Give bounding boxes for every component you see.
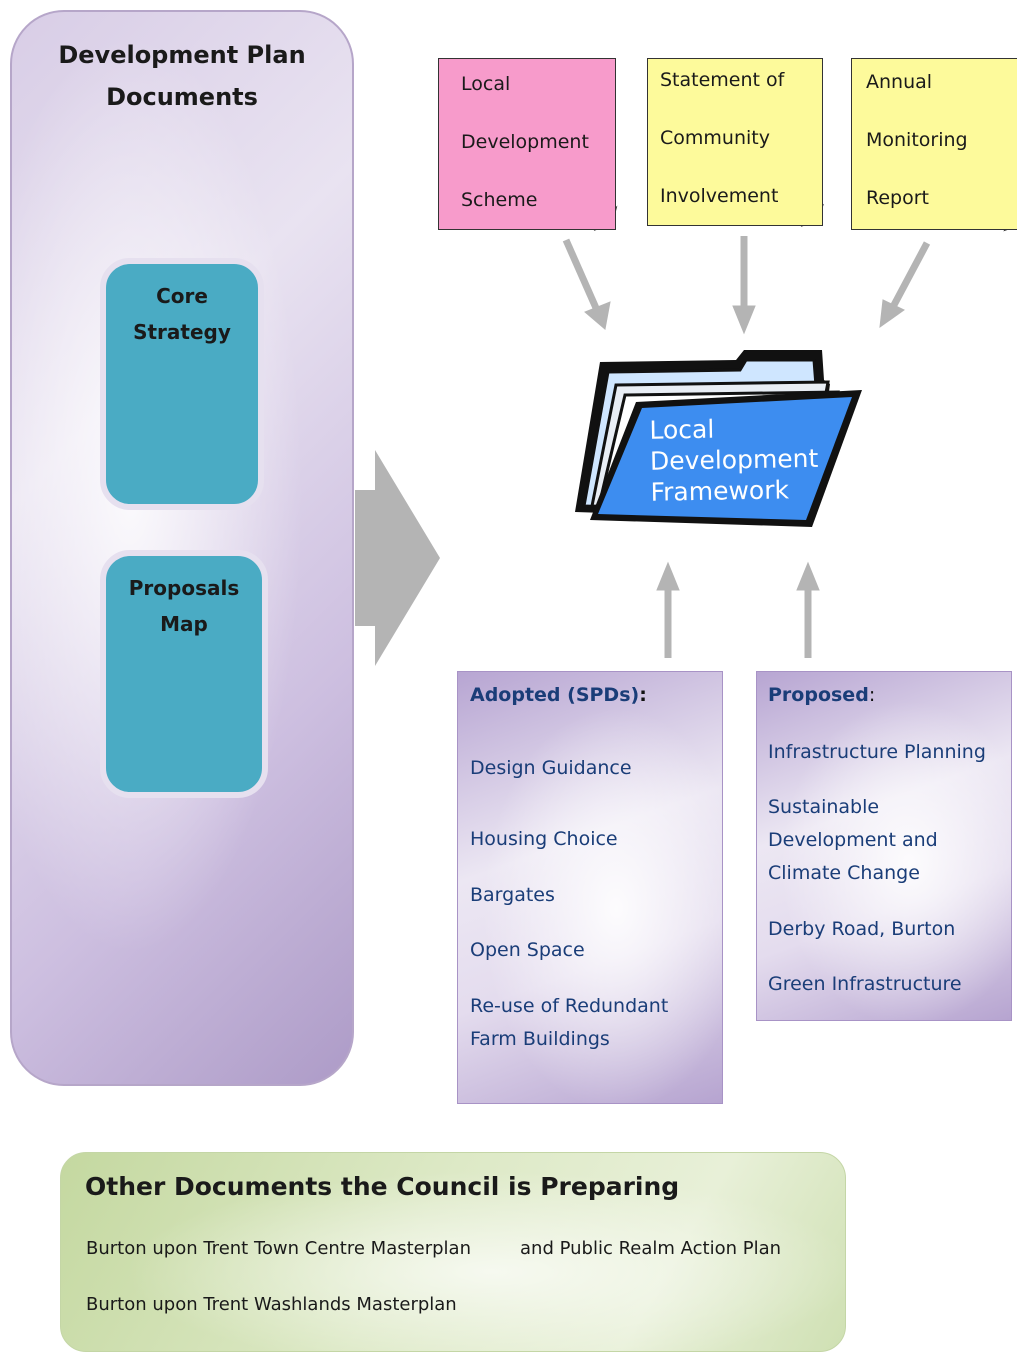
proposed-item: Sustainable <box>768 796 880 818</box>
adopted-heading-text: Adopted (SPDs) <box>470 684 640 706</box>
arrow-from-proposed <box>796 561 820 658</box>
local-development-scheme-note: Local Development Scheme <box>438 58 616 230</box>
other-item-town-centre: Burton upon Trent Town Centre Masterplan <box>86 1238 471 1259</box>
sci-line1: Statement of <box>660 69 785 91</box>
adopted-heading-colon: : <box>639 684 647 706</box>
arrow-from-amr <box>879 241 931 329</box>
ldf-line2: Development <box>649 443 819 476</box>
other-documents-box <box>60 1152 846 1352</box>
local-development-framework-label: Local Development Framework <box>649 411 851 507</box>
proposed-item: Derby Road, Burton <box>768 918 956 940</box>
proposed-box: Proposed: Infrastructure Planning Sustai… <box>756 671 1012 1021</box>
proposed-heading-text: Proposed <box>768 684 869 706</box>
other-item-washlands: Burton upon Trent Washlands Masterplan <box>86 1294 457 1315</box>
annual-monitoring-report-note: Annual Monitoring Report <box>851 58 1017 230</box>
development-plan-documents-panel <box>10 10 354 1086</box>
proposed-item: Infrastructure Planning <box>768 741 986 763</box>
adopted-item: Re-use of Redundant <box>470 995 669 1017</box>
proposals-map-line1: Proposals <box>128 576 240 600</box>
lds-line3: Scheme <box>461 189 538 211</box>
adopted-item: Open Space <box>470 939 585 961</box>
adopted-spds-box: Adopted (SPDs): Design Guidance Housing … <box>457 671 723 1104</box>
arrow-from-lds <box>562 238 611 330</box>
proposed-item: Development and <box>768 829 938 851</box>
amr-line3: Report <box>866 187 929 209</box>
lds-line2: Development <box>461 131 589 153</box>
adopted-item: Design Guidance <box>470 757 632 779</box>
proposed-heading: Proposed: <box>768 684 875 706</box>
proposals-map-line2: Map <box>160 612 208 636</box>
core-strategy-line2: Strategy <box>133 320 231 344</box>
ldf-line1: Local <box>649 414 715 445</box>
ldf-line3: Framework <box>650 475 790 507</box>
proposed-item: Climate Change <box>768 862 920 884</box>
lds-line1: Local <box>461 73 511 95</box>
proposed-heading-colon: : <box>868 684 876 706</box>
other-documents-title: Other Documents the Council is Preparing <box>85 1172 680 1201</box>
arrow-from-sci <box>732 236 756 335</box>
sci-line3: Involvement <box>660 185 779 207</box>
other-item-public-realm: and Public Realm Action Plan <box>520 1238 782 1259</box>
statement-of-community-involvement-note: Statement of Community Involvement <box>647 58 823 226</box>
adopted-item: Housing Choice <box>470 828 618 850</box>
core-strategy-box: Core Strategy <box>100 258 264 510</box>
sci-line2: Community <box>660 127 770 149</box>
arrow-from-adopted <box>656 561 680 658</box>
core-strategy-line1: Core <box>156 284 208 308</box>
big-right-arrow <box>355 450 440 666</box>
development-plan-documents-title: Development Plan Documents <box>10 34 354 118</box>
amr-line2: Monitoring <box>866 129 968 151</box>
adopted-item: Bargates <box>470 884 555 906</box>
amr-line1: Annual <box>866 71 933 93</box>
folder-icon <box>575 350 862 527</box>
dpd-title-line2: Documents <box>106 83 258 111</box>
adopted-heading: Adopted (SPDs): <box>470 684 647 706</box>
proposals-map-box: Proposals Map <box>100 550 268 798</box>
adopted-item: Farm Buildings <box>470 1028 610 1050</box>
dpd-title-line1: Development Plan <box>58 41 306 69</box>
proposed-item: Green Infrastructure <box>768 973 962 995</box>
